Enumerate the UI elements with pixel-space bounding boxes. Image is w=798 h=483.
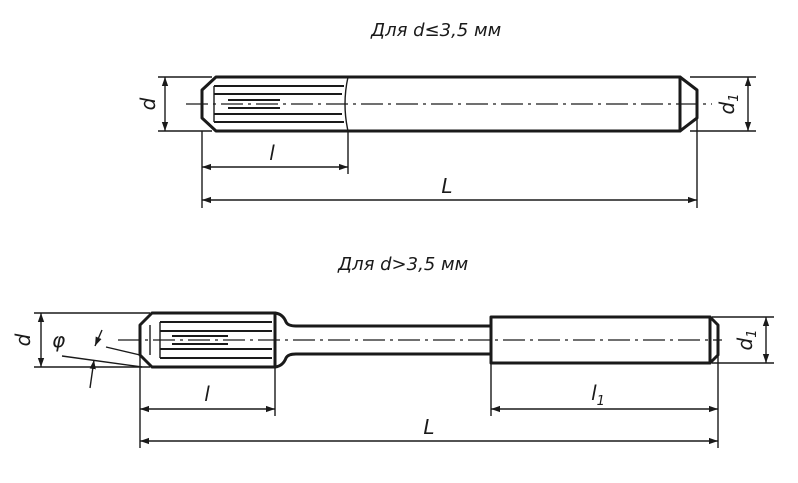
bottom-dimension-d1: d1 xyxy=(712,316,774,364)
bottom-angle-phi: φ xyxy=(52,328,143,389)
bottom-neck-upper xyxy=(273,311,493,328)
top-dimension-d: d xyxy=(136,76,212,132)
top-label-l: l xyxy=(269,141,275,165)
bottom-label-l1: l1 xyxy=(591,381,605,409)
top-view: Для d≤3,5 мм d d1 xyxy=(136,20,756,208)
top-dimension-d1: d1 xyxy=(690,76,756,132)
bottom-dimension-l1: l1 xyxy=(490,355,719,448)
bottom-label-phi: φ xyxy=(52,328,65,352)
bottom-view: Для d>3,5 мм d xyxy=(11,254,774,448)
bottom-dimension-L: L xyxy=(140,415,718,445)
bottom-label-d1: d1 xyxy=(733,330,760,351)
top-view-title: Для d≤3,5 мм xyxy=(370,20,501,41)
top-flutes xyxy=(213,85,344,123)
top-label-L: L xyxy=(441,174,452,198)
bottom-label-d: d xyxy=(11,333,35,346)
bottom-dimension-l: l xyxy=(139,355,276,448)
bottom-view-title: Для d>3,5 мм xyxy=(337,254,468,275)
bottom-flutes xyxy=(149,321,272,359)
top-flute-end-line xyxy=(344,76,349,132)
bottom-label-L: L xyxy=(423,415,434,439)
top-dimension-l: l xyxy=(201,131,349,208)
top-label-d: d xyxy=(136,97,160,110)
top-label-d1: d1 xyxy=(715,94,742,115)
bottom-label-l: l xyxy=(204,382,210,406)
bottom-neck-lower xyxy=(273,352,493,369)
top-dimension-L: L xyxy=(202,118,698,208)
